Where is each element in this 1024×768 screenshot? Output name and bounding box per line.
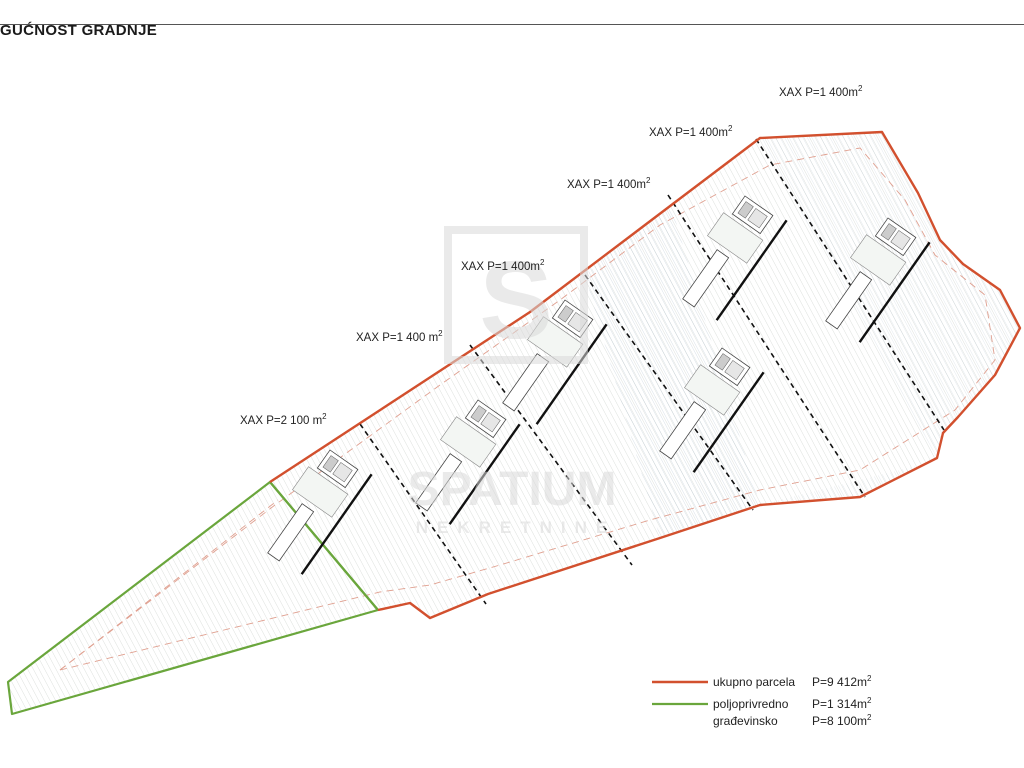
legend-total-value: P=9 412m2 [812, 674, 872, 689]
plot-label-5: XAX P=1 400m2 [649, 124, 733, 139]
plot-divider-4 [667, 194, 866, 498]
legend-total-name: ukupno parcela [713, 675, 795, 689]
plot-divider-3 [584, 274, 754, 511]
legend-agricultural-value: P=1 314m2 [812, 696, 872, 711]
watermark-logo: S [479, 239, 552, 362]
watermark-logo-frame [444, 226, 588, 364]
house-1 [267, 449, 373, 575]
plot-divider-1 [359, 423, 487, 605]
house-6 [825, 217, 931, 343]
legend-agricultural-name: poljoprivredno [713, 697, 789, 711]
plot-label-3: XAX P=1 400m2 [461, 258, 545, 273]
legend-building-name: građevinsko [713, 714, 778, 728]
house-5 [682, 195, 788, 321]
plot-tint-4 [585, 195, 760, 538]
plot-label-1: XAX P=2 100 m2 [240, 412, 327, 427]
legend: ukupno parcela P=9 412m2 poljoprivredno … [652, 674, 872, 728]
watermark-brand: SPATIUM [408, 463, 617, 516]
house-4 [659, 347, 765, 473]
house-2 [415, 399, 521, 525]
watermark-sub: NEKRETNINE [416, 518, 617, 537]
watermark: S SPATIUM NEKRETNINE [408, 226, 617, 537]
plot-label-4: XAX P=1 400m2 [567, 176, 651, 191]
total-parcel-boundary [269, 130, 1022, 620]
plot-divider-5 [755, 138, 945, 431]
legend-building-value: P=8 100m2 [812, 713, 872, 728]
header-rule [0, 24, 1024, 25]
agricultural-setback [59, 499, 279, 671]
page-title: GUĆNOST GRADNJE [0, 22, 158, 39]
land-type-divider [269, 481, 379, 611]
plot-label-2: XAX P=1 400 m2 [356, 329, 443, 344]
plot-divider-2 [469, 344, 633, 566]
plot-label-6: XAX P=1 400m2 [779, 84, 863, 99]
